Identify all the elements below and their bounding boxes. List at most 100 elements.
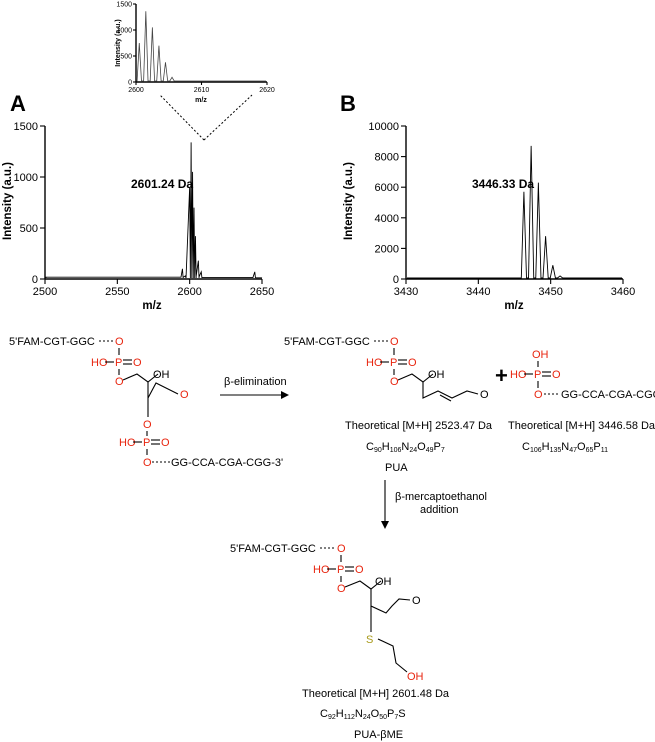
- atom-o: O: [355, 564, 364, 576]
- atom-o: O: [143, 419, 152, 431]
- zoom-line-left: [159, 94, 205, 141]
- panel-b-spectrum-line: [407, 145, 622, 279]
- atom-o: O: [337, 583, 346, 595]
- pua-name: PUA: [385, 462, 408, 474]
- atom-o: O: [480, 389, 489, 401]
- atom-p: P: [115, 357, 122, 369]
- atom-o: O: [133, 357, 142, 369]
- inset-ticks: 2600 2610 2620 0 500 1000 1500: [116, 2, 274, 95]
- atom-ho: HO: [91, 357, 108, 369]
- y-tick-label: 1500: [116, 2, 132, 9]
- y-tick-label: 500: [120, 54, 132, 61]
- y-tick-label: 1000: [14, 172, 38, 184]
- thioethanol-bond: [377, 638, 408, 673]
- step1-label: β-elimination: [224, 376, 287, 388]
- scheme-start-structure: 5'FAM-CGT-GGC O HO P O O OH O O HO P O O…: [9, 336, 283, 469]
- x-tick-label: 2600: [177, 286, 201, 298]
- scheme-fragment-structure: OH HO P O O GG-CCA-CGA-CGG-3' Theoretica…: [508, 349, 655, 454]
- panel-b-y-label: Intensity (a.u.): [343, 162, 355, 240]
- scheme-pua-structure: 5'FAM-CGT-GGC O HO P O O OH O Theoretica…: [284, 336, 493, 474]
- step2-label-line2: addition: [420, 504, 459, 516]
- strand-5-label: 5'FAM-CGT-GGC: [9, 336, 95, 348]
- sugar-bond: [122, 373, 159, 383]
- atom-ho: HO: [366, 357, 383, 369]
- atom-oh: OH: [532, 349, 549, 361]
- panel-a-label: A: [10, 91, 26, 116]
- atom-ho: HO: [119, 437, 136, 449]
- pua-bme-formula: C92H112N24O50P7S: [320, 708, 406, 721]
- y-tick-label: 2000: [375, 243, 399, 255]
- x-tick-label: 3450: [538, 286, 562, 298]
- unsaturated-chain-bond: [422, 382, 479, 399]
- beta-elimination-arrow: β-elimination: [220, 376, 289, 399]
- plus-sign: +: [495, 363, 508, 388]
- arrow-head: [381, 521, 389, 529]
- zoom-line-right: [203, 94, 253, 141]
- panel-a-x-label: m/z: [142, 300, 161, 312]
- panel-a-y-label: Intensity (a.u.): [2, 162, 14, 240]
- step2-label-line1: β-mercaptoethanol: [395, 491, 487, 503]
- y-tick-label: 4000: [375, 213, 399, 225]
- inset-y-label: Intensity (a.u.): [115, 19, 122, 66]
- atom-o: O: [115, 376, 124, 388]
- aldehyde-chain-bond: [370, 589, 411, 614]
- y-tick-label: 0: [32, 274, 38, 286]
- atom-o: O: [390, 336, 399, 348]
- panel-a-spectrum-line: [45, 142, 263, 279]
- arrow-head: [281, 391, 289, 399]
- panel-b-x-label: m/z: [504, 300, 523, 312]
- atom-oh: OH: [428, 369, 445, 381]
- panel-a-peak-label: 2601.24 Da: [131, 177, 193, 191]
- strand-3-label: GG-CCA-CGA-CGG-3': [561, 389, 655, 401]
- pua-formula: C90H106N24O49P7: [366, 441, 445, 454]
- panel-b-peak-label: 3446.33 Da: [472, 177, 534, 191]
- aldehyde-chain-bond: [147, 382, 179, 399]
- atom-p: P: [390, 357, 397, 369]
- inset-x-label: m/z: [195, 97, 207, 104]
- x-tick-label: 3460: [611, 286, 635, 298]
- pua-mass: Theoretical [M+H] 2523.47 Da: [345, 420, 493, 432]
- y-tick-label: 0: [393, 274, 399, 286]
- x-tick-label: 2650: [250, 286, 274, 298]
- atom-oh: OH: [153, 369, 170, 381]
- sugar-bond: [397, 373, 434, 383]
- atom-o: O: [115, 336, 124, 348]
- y-tick-label: 1500: [14, 121, 38, 133]
- x-tick-label: 2610: [194, 87, 210, 94]
- atom-o: O: [337, 543, 346, 555]
- atom-ho: HO: [313, 564, 330, 576]
- atom-s: S: [366, 634, 373, 646]
- pua-bme-mass: Theoretical [M+H] 2601.48 Da: [302, 688, 450, 700]
- strand-5-label: 5'FAM-CGT-GGC: [284, 336, 370, 348]
- sugar-bond: [344, 580, 382, 590]
- atom-o: O: [390, 376, 399, 388]
- scheme-pua-bme-structure: 5'FAM-CGT-GGC O HO P O O OH O S OH Theor…: [230, 543, 450, 741]
- x-tick-label: 2620: [259, 87, 275, 94]
- x-tick-label: 2550: [105, 286, 129, 298]
- atom-p: P: [337, 564, 344, 576]
- atom-oh: OH: [375, 576, 392, 588]
- panel-b-label: B: [340, 91, 356, 116]
- y-tick-label: 10000: [368, 121, 399, 133]
- y-tick-label: 500: [20, 223, 38, 235]
- atom-o: O: [534, 389, 543, 401]
- x-tick-label: 3440: [466, 286, 490, 298]
- fragment-formula: C106H135N47O65P11: [522, 441, 608, 454]
- y-tick-label: 1000: [116, 28, 132, 35]
- y-tick-label: 8000: [375, 152, 399, 164]
- atom-p: P: [534, 369, 541, 381]
- x-tick-label: 3430: [394, 286, 418, 298]
- atom-o: O: [143, 457, 152, 469]
- atom-ho: HO: [510, 369, 527, 381]
- y-tick-label: 0: [128, 80, 132, 87]
- strand-3-label: GG-CCA-CGA-CGG-3': [171, 457, 283, 469]
- x-tick-label: 2600: [128, 87, 144, 94]
- atom-o: O: [161, 437, 170, 449]
- inset-spectrum-line: [136, 11, 266, 82]
- inset: 2600 2610 2620 0 500 1000 1500 m/z Intensity (…: [115, 2, 275, 105]
- double-bond: [439, 394, 452, 402]
